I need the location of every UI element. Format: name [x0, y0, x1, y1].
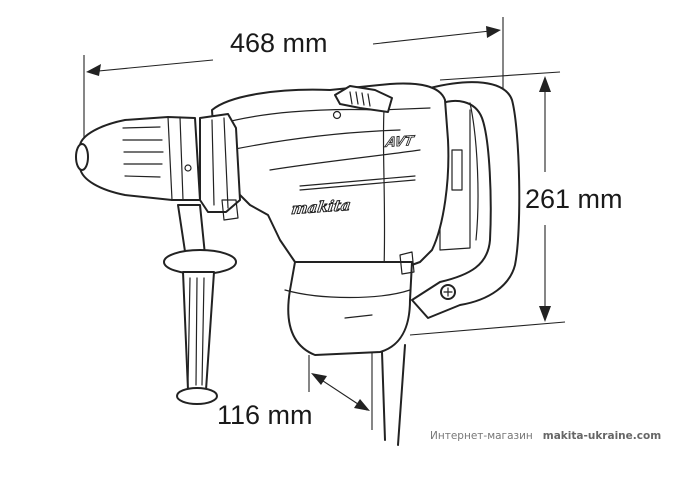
d-handle-leg [381, 284, 456, 446]
motor-housing [211, 82, 450, 276]
lower-grip-housing [284, 251, 415, 356]
length-dimension-line [83, 17, 504, 145]
shop-watermark: Интернет-магазин makita-ukraine.com [430, 430, 661, 442]
length-dimension-label: 468 mm [230, 28, 328, 58]
gear-housing [199, 113, 241, 213]
chuck [75, 116, 201, 201]
model-badge: AVT [384, 132, 415, 151]
height-dimension-label: 261 mm [525, 184, 623, 214]
shop-label: Интернет-магазин [430, 430, 533, 442]
height-dimension-line [409, 71, 566, 336]
grip-dimension-label: 116 mm [217, 400, 313, 430]
shop-site-link[interactable]: makita-ukraine.com [542, 430, 662, 442]
side-handle [163, 199, 239, 405]
